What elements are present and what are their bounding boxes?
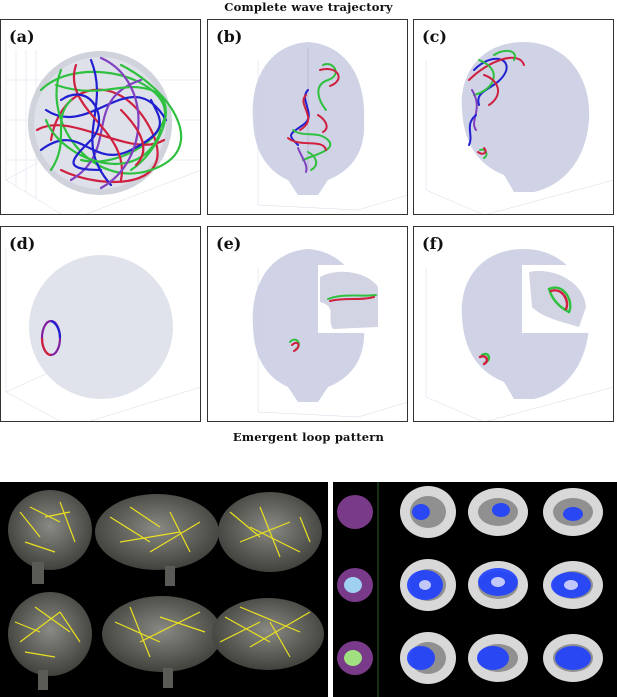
figure-title-middle: Emergent loop pattern bbox=[232, 430, 385, 444]
panel-b: (b) bbox=[207, 19, 408, 215]
brain-loop-inset-plot bbox=[252, 249, 407, 418]
brain-loop-inset-oblique-plot bbox=[425, 249, 613, 421]
sphere-trajectory-plot bbox=[5, 40, 200, 214]
panel-label-e: (e) bbox=[216, 234, 242, 253]
brain-tract-photo-panel bbox=[0, 482, 328, 697]
brain-tract-renderings bbox=[8, 490, 324, 690]
panel-label-d: (d) bbox=[9, 234, 36, 253]
mri-slices-photo-panel bbox=[333, 482, 617, 697]
mri-slice-renderings bbox=[337, 482, 603, 697]
figure-title-top: Complete wave trajectory bbox=[224, 0, 393, 14]
panel-label-c: (c) bbox=[422, 27, 447, 46]
panel-c: (c) bbox=[413, 19, 614, 215]
brain-coronal-trajectory-plot bbox=[252, 42, 407, 211]
panel-f: (f) bbox=[413, 226, 614, 422]
panel-label-a: (a) bbox=[9, 27, 35, 46]
brain-oblique-trajectory-plot bbox=[425, 42, 613, 214]
panel-e: (e) bbox=[207, 226, 408, 422]
panel-label-f: (f) bbox=[422, 234, 445, 253]
photo-divider bbox=[328, 482, 333, 697]
panel-label-b: (b) bbox=[216, 27, 243, 46]
sphere-loop-plot bbox=[5, 247, 200, 421]
panel-d: (d) bbox=[0, 226, 201, 422]
panel-a: (a) bbox=[0, 19, 201, 215]
